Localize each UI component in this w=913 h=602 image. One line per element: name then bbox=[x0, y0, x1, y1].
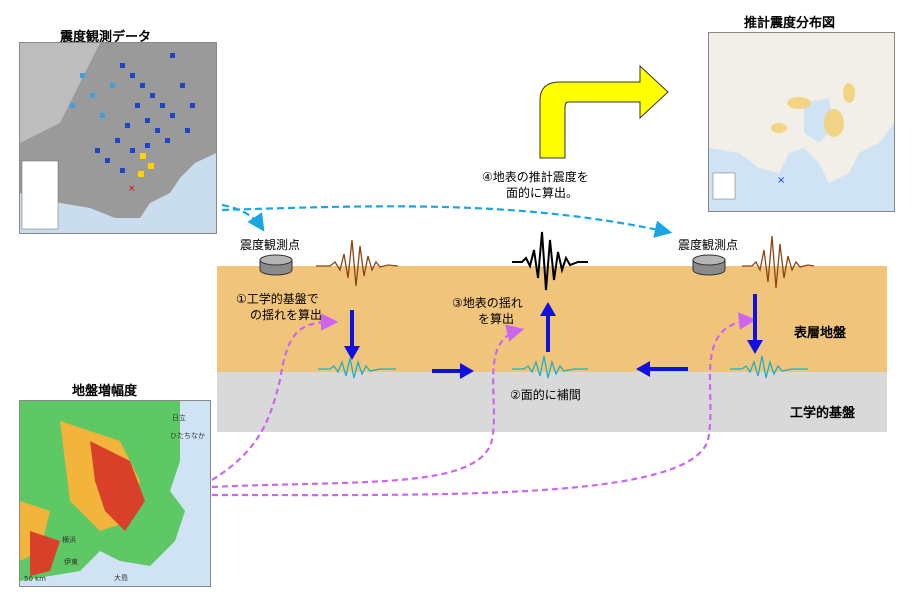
observed-wave-right bbox=[742, 235, 815, 289]
base-wave-right bbox=[730, 355, 808, 379]
base-wave-left bbox=[318, 357, 396, 379]
purple-dashed-to-step3 bbox=[211, 324, 525, 489]
purple-dashed-to-step1 bbox=[211, 313, 339, 481]
station-right-cylinder bbox=[692, 254, 726, 276]
step4-label-line1: ④地表の推計震度を bbox=[482, 170, 589, 184]
arrow-up-center bbox=[540, 302, 556, 352]
amplification-map-graphic bbox=[20, 401, 185, 581]
step2-label: ②面的に補間 bbox=[510, 388, 581, 402]
seismic-data-title: 震度観測データ bbox=[60, 30, 152, 45]
purple-dashed-to-right bbox=[211, 312, 757, 497]
map-label-izu: 伊東 bbox=[64, 558, 78, 566]
station-label-right: 震度観測点 bbox=[678, 238, 739, 252]
amplification-map: 日立 ひたちなか 横浜 伊東 大島 50 km bbox=[19, 400, 211, 587]
seismic-data-map: × bbox=[19, 42, 217, 234]
surface-layer-label: 表層地盤 bbox=[794, 326, 847, 341]
arrow-right-to-center bbox=[432, 363, 474, 379]
arrow-down-right bbox=[747, 294, 763, 354]
map-label-oshima: 大島 bbox=[114, 574, 128, 582]
engineering-base-label: 工学的基盤 bbox=[790, 406, 856, 421]
seismic-map-graphic: × bbox=[20, 43, 216, 230]
engineering-base-band bbox=[217, 372, 887, 432]
station-label-left: 震度観測点 bbox=[240, 238, 301, 252]
yellow-flow-arrow bbox=[539, 64, 669, 159]
observed-wave-left bbox=[316, 239, 399, 287]
svg-text:×: × bbox=[128, 184, 136, 194]
surface-wave bbox=[512, 231, 588, 291]
estimated-intensity-map: × bbox=[708, 32, 895, 212]
cyan-dashed-to-station-right bbox=[221, 205, 673, 238]
map-label-hitachinaka: ひたちなか bbox=[170, 432, 205, 440]
arrow-down-left bbox=[344, 310, 360, 360]
station-left-cylinder bbox=[259, 254, 293, 276]
map-label-yokohama: 横浜 bbox=[62, 536, 76, 544]
step3-label-line2: を算出 bbox=[478, 312, 515, 326]
step1-label-line1: ①工学的基盤で bbox=[236, 292, 319, 306]
step4-label-line2: 面的に算出。 bbox=[506, 186, 579, 200]
arrow-left-to-center bbox=[636, 361, 688, 377]
amplification-title: 地盤増幅度 bbox=[72, 384, 138, 399]
estimated-map-title: 推計震度分布図 bbox=[744, 16, 836, 31]
base-wave-center bbox=[512, 355, 588, 379]
map-label-hitachi: 日立 bbox=[172, 414, 186, 422]
step1-label-line2: の揺れを算出 bbox=[250, 308, 323, 322]
cyan-dashed-to-station-left bbox=[221, 203, 265, 232]
step3-label-line1: ③地表の揺れ bbox=[452, 296, 523, 310]
map-scale: 50 km bbox=[24, 575, 47, 583]
svg-text:×: × bbox=[777, 175, 785, 186]
estimated-map-graphic: × bbox=[709, 33, 894, 200]
